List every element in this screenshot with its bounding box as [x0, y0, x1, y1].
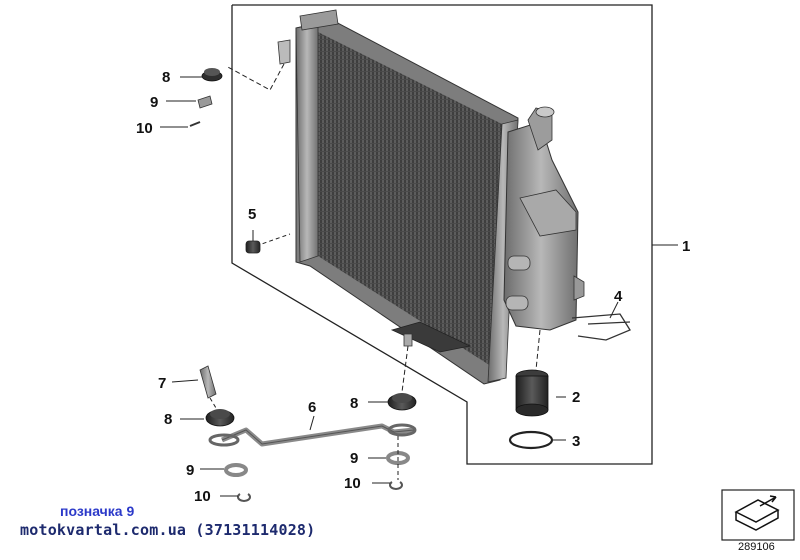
callout-8-top: 8 — [162, 69, 170, 86]
stud-7 — [199, 365, 217, 409]
clip-10-right — [389, 436, 403, 490]
callout-8-left: 8 — [164, 411, 172, 428]
assembly-frame — [231, 4, 653, 465]
lower-mount-pin — [401, 333, 413, 393]
grommet-8-left — [205, 409, 235, 427]
callout-10-left: 10 — [194, 488, 211, 505]
callout-9-left: 9 — [186, 462, 194, 479]
callout-10-top: 10 — [136, 120, 153, 137]
grommet-8-right — [387, 393, 417, 411]
callout-2: 2 — [572, 389, 580, 406]
watermark-site: motokvartal.com.ua (37131114028) — [20, 521, 316, 539]
clip-10-left — [237, 493, 251, 502]
thermostat-2 — [515, 329, 549, 417]
bleed-screw-5 — [245, 230, 291, 254]
diagram-symbol-icon — [721, 489, 795, 541]
top-mount-pin — [225, 39, 291, 91]
callout-6: 6 — [308, 399, 316, 416]
callout-7: 7 — [158, 375, 166, 392]
callout-5: 5 — [248, 206, 256, 223]
callout-10-right: 10 — [344, 475, 361, 492]
diagram-number: 289106 — [738, 541, 775, 553]
callout-9-right: 9 — [350, 450, 358, 467]
callout-1: 1 — [682, 238, 690, 255]
clip-10-top — [189, 121, 201, 127]
radiator-side-tank — [390, 106, 585, 353]
watermark-label: позначка 9 — [60, 503, 135, 519]
radiator-core — [295, 9, 519, 385]
callout-3: 3 — [572, 433, 580, 450]
grommet-8-top — [201, 68, 223, 82]
wire-clip-4 — [571, 313, 631, 341]
bracket-rod-6 — [208, 423, 417, 447]
sleeve-9-top — [197, 95, 213, 109]
callout-9-top: 9 — [150, 94, 158, 111]
callout-8-right: 8 — [350, 395, 358, 412]
callout-4: 4 — [614, 288, 623, 305]
sleeve-9-left — [224, 463, 248, 477]
o-ring-3 — [508, 430, 554, 450]
